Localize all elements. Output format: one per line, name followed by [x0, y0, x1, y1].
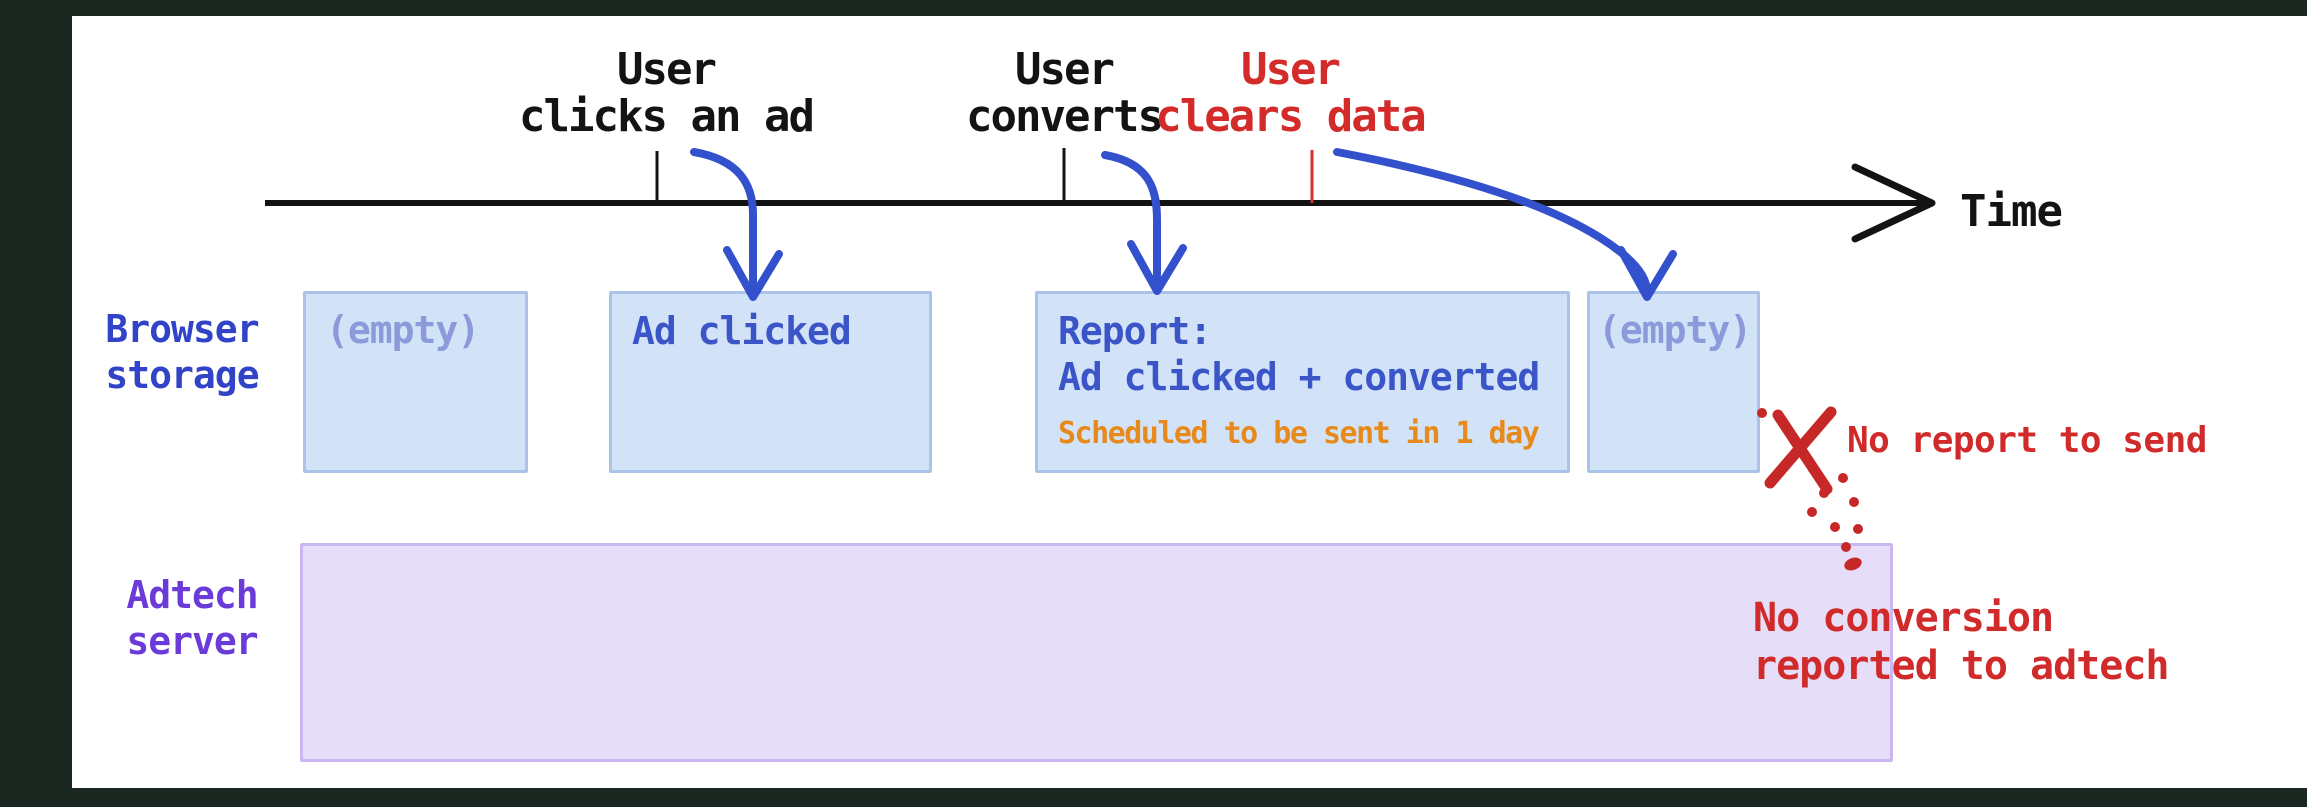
diagram-canvas: User clicks an ad User converts User cle…: [72, 16, 2307, 788]
event-label-line2: clicks an ad: [519, 91, 815, 142]
event-label-line1: User: [1015, 44, 1115, 95]
row-label-line2: storage: [105, 353, 259, 397]
arrow-convert-to-storage-head-icon: [1127, 240, 1187, 295]
storage-box-ad-clicked-text: Ad clicked: [632, 309, 852, 353]
event-label-line1: User: [1241, 44, 1341, 95]
storage-box-report: Report: Ad clicked + converted Scheduled…: [1035, 291, 1570, 473]
arrow-clear-to-storage: [1333, 148, 1651, 296]
x-mark-icon: [1764, 406, 1837, 489]
event-label-user-clears-data: User clears data: [1080, 46, 1500, 140]
arrow-click-to-storage: [690, 148, 757, 296]
no-conversion-line1: No conversion: [1753, 595, 2054, 641]
storage-box-ad-clicked: Ad clicked: [609, 291, 932, 473]
adtech-server-band: [300, 543, 1893, 762]
row-label-line1: Browser: [105, 307, 259, 351]
storage-box-empty-2-text: (empty): [1598, 308, 1752, 352]
storage-box-empty-2: (empty): [1587, 291, 1760, 473]
arrow-convert-to-storage: [1101, 151, 1161, 290]
event-label-line2: clears data: [1155, 91, 1426, 142]
no-conversion-line2: reported to adtech: [1753, 643, 2169, 689]
row-label-adtech-server: Adtech server: [62, 572, 322, 664]
event-label-user-converts: User converts: [854, 46, 1274, 140]
x-mark-icon: [1772, 409, 1833, 495]
arrow-clear-to-storage-head-icon: [1617, 246, 1677, 301]
event-label-line2: converts: [966, 91, 1164, 142]
timeline-arrowhead-icon: [1851, 163, 1936, 243]
row-label-line2: server: [126, 619, 258, 663]
row-label-browser-storage: Browser storage: [52, 306, 312, 398]
time-axis-label: Time: [1960, 186, 2063, 237]
report-title: Report:: [1058, 309, 1212, 353]
no-conversion-note: No conversion reported to adtech: [1753, 594, 2169, 690]
arrow-click-to-storage-head-icon: [723, 246, 783, 301]
event-label-user-clicks-ad: User clicks an ad: [456, 46, 876, 140]
event-label-line1: User: [617, 44, 717, 95]
report-schedule-note: Scheduled to be sent in 1 day: [1058, 416, 1540, 451]
row-label-line1: Adtech: [126, 573, 258, 617]
storage-box-empty-1: (empty): [303, 291, 528, 473]
report-contents: Ad clicked + converted: [1058, 355, 1540, 399]
storage-box-empty-1-text: (empty): [326, 308, 480, 352]
no-report-to-send-note: No report to send: [1847, 420, 2207, 461]
